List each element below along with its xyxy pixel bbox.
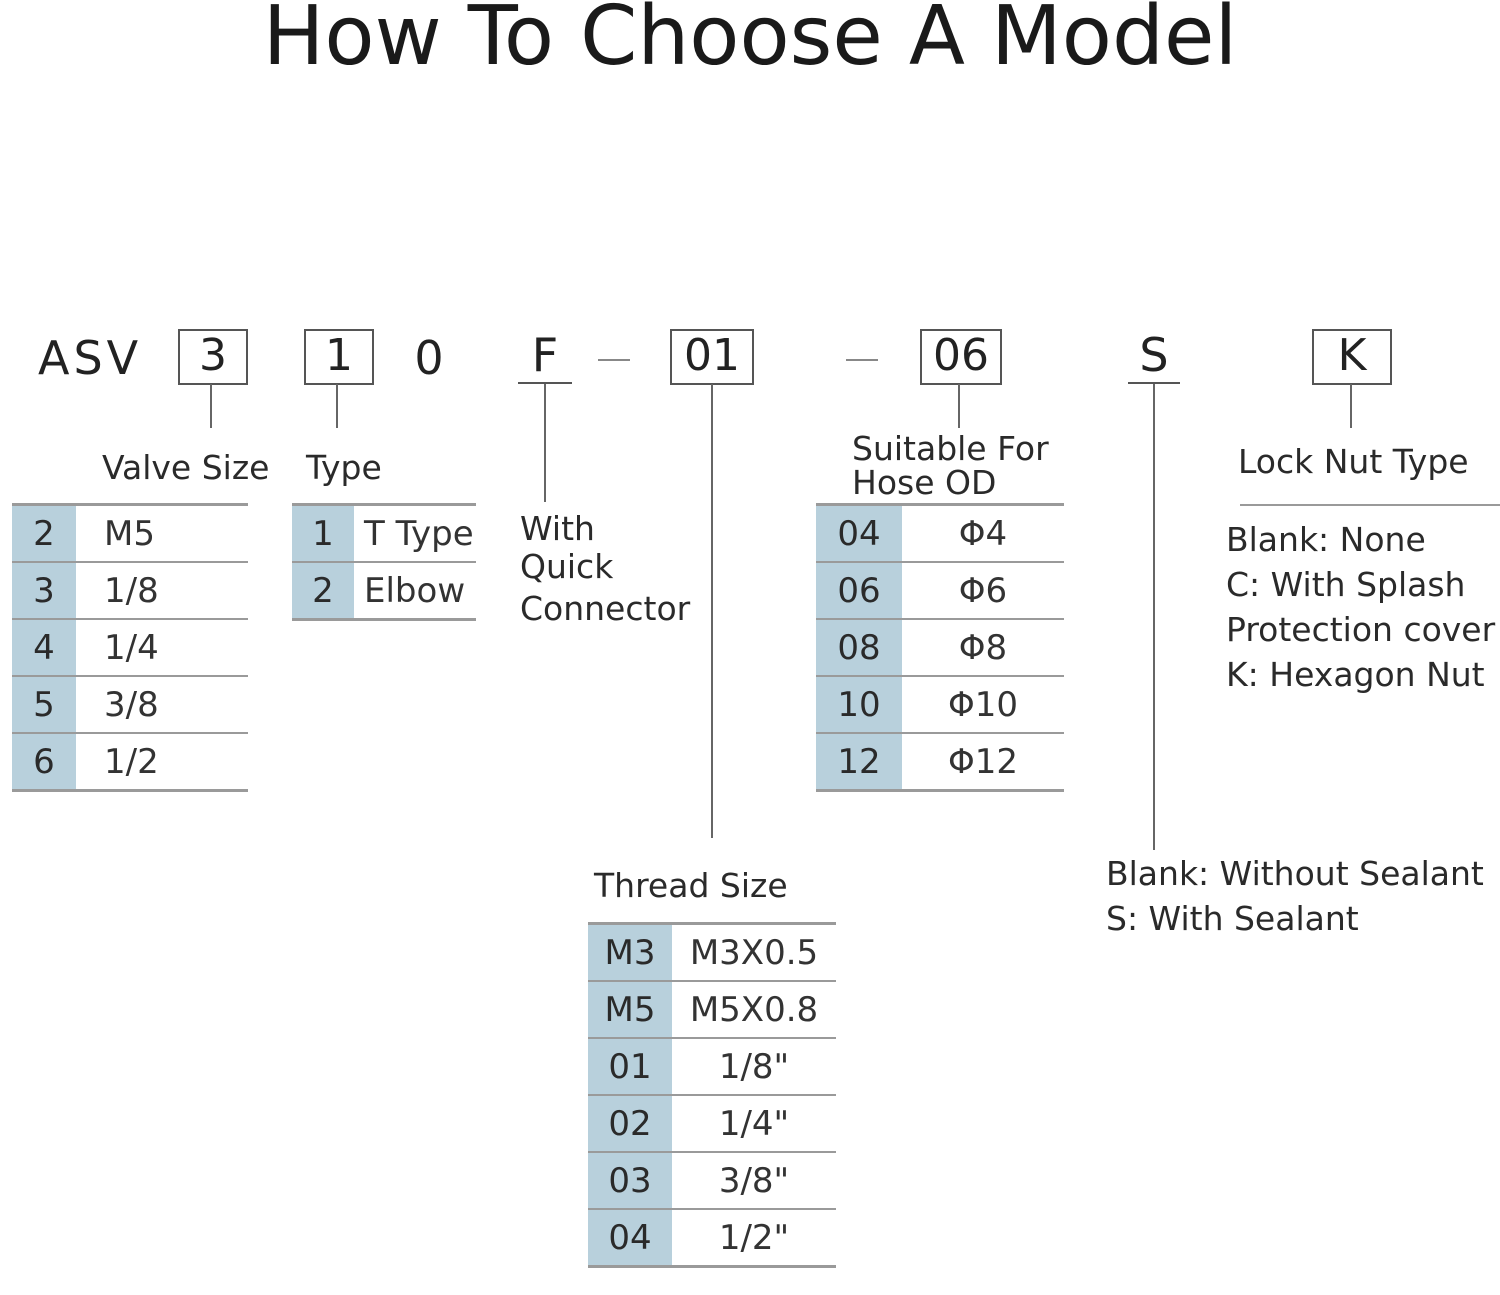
valve-size-code: 3 xyxy=(12,562,76,620)
thread-code: 03 xyxy=(588,1152,672,1210)
thread-code-box: 01 xyxy=(670,329,754,385)
lock-nut-label: Lock Nut Type xyxy=(1238,442,1469,481)
connector-code: F xyxy=(518,330,572,384)
type-code: 1 xyxy=(292,503,354,563)
thread-code: 04 xyxy=(588,1209,672,1268)
valve-size-value: M5 xyxy=(76,503,248,563)
thread-label: Thread Size xyxy=(594,866,788,905)
thread-value: M5X0.8 xyxy=(672,981,836,1039)
hose-code: 12 xyxy=(816,733,902,792)
type-leader-line xyxy=(336,384,338,428)
separator-dash xyxy=(846,359,878,361)
connector-leader-line xyxy=(544,384,546,502)
thread-code: 02 xyxy=(588,1095,672,1153)
lock-nut-option: C: With Splash xyxy=(1226,565,1466,604)
connector-label-line: Connector xyxy=(520,589,691,628)
type-code-box: 1 xyxy=(304,329,374,385)
hose-code: 04 xyxy=(816,503,902,563)
thread-value: 3/8" xyxy=(672,1152,836,1210)
type-label: Type xyxy=(306,448,382,487)
valve-size-value: 3/8 xyxy=(76,676,248,734)
valve-size-code: 5 xyxy=(12,676,76,734)
thread-leader-line xyxy=(711,384,713,838)
sealant-option: S: With Sealant xyxy=(1106,899,1359,938)
lock-nut-rule xyxy=(1240,504,1500,506)
separator-dash xyxy=(598,359,630,361)
hose-value: Φ8 xyxy=(902,619,1064,677)
valve-size-code: 2 xyxy=(12,503,76,563)
valve-size-code: 4 xyxy=(12,619,76,677)
thread-code: M5 xyxy=(588,981,672,1039)
hose-label: Suitable For Hose OD xyxy=(852,432,1049,500)
type-value: T Type xyxy=(354,503,476,563)
sealant-leader-line xyxy=(1153,384,1155,850)
hose-code: 10 xyxy=(816,676,902,734)
thread-code: 01 xyxy=(588,1038,672,1096)
thread-code: M3 xyxy=(588,922,672,982)
hose-value: Φ4 xyxy=(902,503,1064,563)
valve-size-value: 1/2 xyxy=(76,733,248,792)
hose-code: 06 xyxy=(816,562,902,620)
hose-code: 08 xyxy=(816,619,902,677)
lock-nut-option: Protection cover xyxy=(1226,610,1496,649)
page-title: How To Choose A Model xyxy=(262,0,1238,84)
sealant-options: Blank: Without Sealant S: With Sealant xyxy=(1106,851,1484,941)
connector-label-line: With xyxy=(520,509,595,548)
thread-value: 1/2" xyxy=(672,1209,836,1268)
hose-value: Φ12 xyxy=(902,733,1064,792)
lock-nut-leader-line xyxy=(1350,384,1352,428)
model-prefix: ASV xyxy=(38,331,143,385)
type-value: Elbow xyxy=(354,562,476,621)
hose-label-line: Suitable For xyxy=(852,429,1049,468)
valve-size-leader-line xyxy=(210,384,212,428)
hose-value: Φ6 xyxy=(902,562,1064,620)
type-code: 2 xyxy=(292,562,354,621)
sealant-option: Blank: Without Sealant xyxy=(1106,854,1484,893)
hose-value: Φ10 xyxy=(902,676,1064,734)
valve-size-code: 6 xyxy=(12,733,76,792)
connector-label-line: Quick xyxy=(520,547,614,586)
thread-value: 1/8" xyxy=(672,1038,836,1096)
lock-nut-option: Blank: None xyxy=(1226,520,1426,559)
valve-size-code-box: 3 xyxy=(178,329,248,385)
hose-leader-line xyxy=(958,384,960,428)
valve-size-value: 1/4 xyxy=(76,619,248,677)
connector-label: With Quick Connector xyxy=(520,510,690,628)
lock-nut-option: K: Hexagon Nut xyxy=(1226,655,1485,694)
lock-nut-code-box: K xyxy=(1312,329,1392,385)
valve-size-value: 1/8 xyxy=(76,562,248,620)
thread-value: M3X0.5 xyxy=(672,922,836,982)
fixed-zero: 0 xyxy=(414,331,444,385)
thread-value: 1/4" xyxy=(672,1095,836,1153)
hose-label-line: Hose OD xyxy=(852,463,997,502)
hose-code-box: 06 xyxy=(920,329,1002,385)
lock-nut-options: Blank: None C: With Splash Protection co… xyxy=(1226,517,1495,697)
sealant-code: S xyxy=(1128,330,1180,384)
valve-size-label: Valve Size xyxy=(102,448,270,487)
